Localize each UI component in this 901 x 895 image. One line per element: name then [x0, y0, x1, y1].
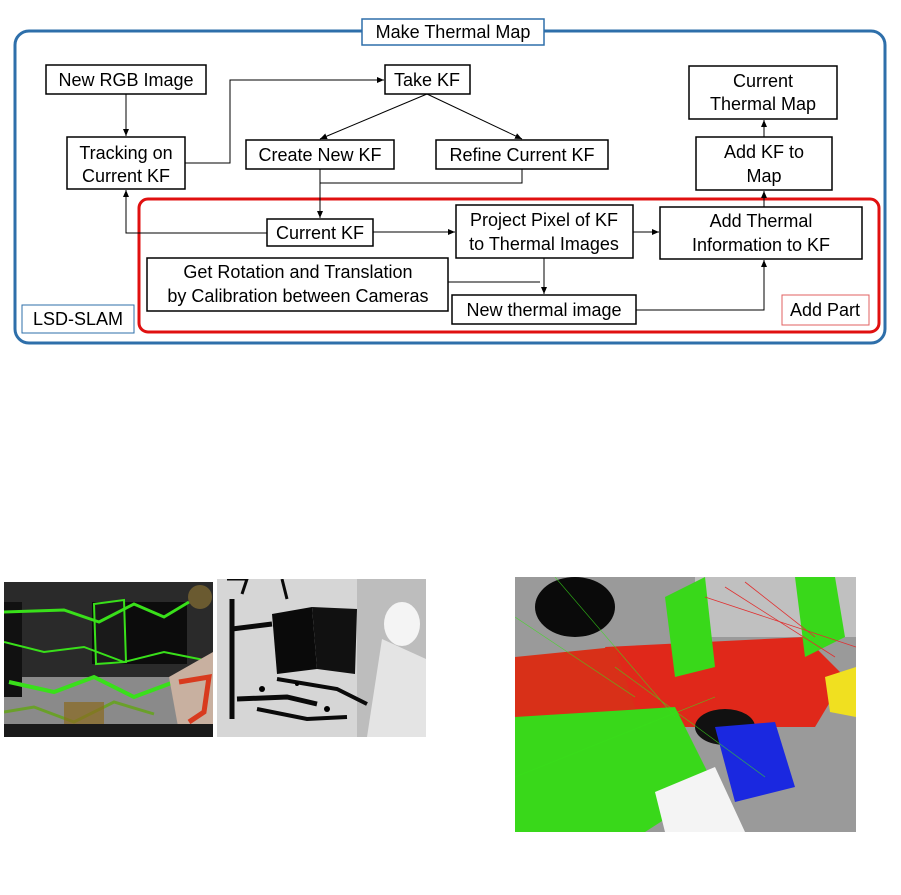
outer-label: LSD-SLAM	[33, 309, 123, 329]
node-get-rotation-l2: by Calibration between Cameras	[167, 286, 428, 306]
edge-takekf-to-create	[319, 93, 428, 140]
node-create-kf-l1: Create New KF	[258, 145, 381, 165]
node-tracking-l1: Tracking on	[79, 143, 172, 163]
node-current-kf-l1: Current KF	[276, 223, 364, 243]
node-new-thermal-l1: New thermal image	[466, 300, 621, 320]
node-box-create-kf	[245, 139, 395, 170]
node-add-kf-map-l1: Add KF to	[724, 142, 804, 162]
thermal-edge-image	[217, 579, 426, 737]
thermal-edge-image-art	[217, 579, 426, 737]
node-box-add-thermal-info	[659, 206, 863, 260]
inner-frame	[137, 197, 881, 334]
thermal-pointcloud-map	[515, 577, 856, 832]
rgb-tracking-image	[4, 582, 213, 737]
node-box-project-pixel	[455, 204, 634, 259]
rgb-tracking-image-art	[4, 582, 213, 737]
inner-label: Add Part	[790, 300, 860, 320]
node-box-current-thermal-map	[688, 65, 838, 120]
node-project-pixel-l2: to Thermal Images	[469, 234, 619, 254]
node-project-pixel-l1: Project Pixel of KF	[470, 210, 618, 230]
node-current-thermal-map-l2: Thermal Map	[710, 94, 816, 114]
node-box-refine-kf	[435, 139, 609, 170]
node-box-new-rgb	[45, 64, 207, 95]
node-new-rgb-l1: New RGB Image	[58, 70, 193, 90]
thermal-pointcloud-map-art	[515, 577, 856, 832]
outer-label-box	[21, 304, 135, 334]
edge-refine-to-currentkf	[320, 169, 523, 184]
node-add-kf-map-l2: Map	[746, 166, 781, 186]
node-add-thermal-info-l1: Add Thermal	[710, 211, 813, 231]
node-tracking-l2: Current KF	[82, 166, 170, 186]
node-refine-kf-l1: Refine Current KF	[449, 145, 594, 165]
node-box-get-rotation	[146, 257, 449, 312]
edge-newthermal-to-addthermal	[636, 260, 767, 311]
node-box-take-kf	[384, 64, 471, 95]
inner-label-box	[781, 294, 870, 326]
node-box-new-thermal	[451, 294, 637, 325]
node-get-rotation-l1: Get Rotation and Translation	[183, 262, 412, 282]
node-box-tracking	[66, 136, 186, 190]
node-box-add-kf-map	[695, 136, 833, 191]
node-current-thermal-map-l1: Current	[733, 71, 793, 91]
node-take-kf-l1: Take KF	[394, 70, 460, 90]
diagram-title: Make Thermal Map	[376, 22, 531, 42]
edge-tracking-to-takekf	[185, 77, 384, 164]
flowchart: Make Thermal Map LSD-SLAM Add Part New R…	[13, 18, 887, 345]
title-box	[361, 18, 545, 46]
edge-takekf-to-refine	[426, 93, 523, 140]
edge-currentkf-to-tracking	[123, 190, 267, 234]
node-add-thermal-info-l2: Information to KF	[692, 235, 830, 255]
